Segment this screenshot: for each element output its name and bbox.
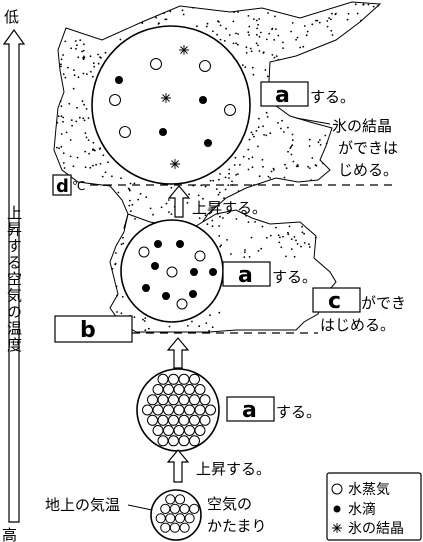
box-c: c (328, 289, 341, 314)
arrow-up-1 (166, 337, 190, 369)
axis-label-low: 低 (4, 8, 19, 26)
circle-bottom (150, 489, 202, 541)
box-a-lower: a (242, 398, 257, 423)
legend-vapor-icon (331, 483, 343, 495)
label-water-start-2: はじめる。 (320, 316, 395, 334)
ground-temp-leader (127, 504, 153, 511)
label-ice-start-2: ができは (338, 139, 398, 157)
label-suru-top: する。 (310, 88, 355, 106)
box-d: d (56, 176, 69, 197)
label-lower-a: a する。 (226, 396, 321, 423)
arrow-up-0 (166, 449, 190, 483)
label-air-mass-2: かたまり (207, 517, 267, 535)
label-air-mass-1: 空気の (207, 495, 252, 513)
label-ground-temp: 地上の気温 (45, 496, 120, 514)
legend-vapor: 水蒸気 (348, 482, 390, 498)
axis-title: 上昇する空気の温度 (5, 205, 23, 354)
circle-top (91, 25, 251, 185)
legend-ice: 氷の結晶 (348, 521, 404, 537)
label-suru-middle: する。 (272, 268, 317, 286)
label-middle-a: a する。 (222, 261, 317, 288)
label-rising-middle: 上昇する。 (192, 199, 267, 217)
label-water-start-1: ができ (361, 294, 406, 312)
label-suru-lower: する。 (276, 403, 321, 421)
legend: 水蒸気 水滴 氷の結晶 (326, 472, 422, 541)
label-ice-start-3: じめる。 (338, 161, 398, 179)
circle-middle (120, 219, 224, 323)
cloud-stipple (56, 3, 379, 332)
label-ice-start-1: 氷の結晶 (332, 117, 392, 135)
box-a-top: a (275, 83, 290, 108)
legend-droplet: 水滴 (348, 501, 376, 518)
legend-droplet-icon (333, 505, 341, 513)
label-d-celsius: d ℃ (52, 174, 85, 197)
axis-arrow (2, 28, 26, 523)
box-a-middle: a (238, 263, 253, 288)
label-c: c ができ はじめる。 (312, 287, 406, 334)
arrow-up-2 (167, 185, 191, 218)
legend-ice-icon (332, 523, 342, 533)
temperature-axis: 低 上昇する空気の温度 高 (2, 8, 26, 542)
ice-leader-line (295, 117, 331, 125)
label-celsius-d: ℃ (72, 179, 85, 193)
axis-label-high: 高 (2, 526, 17, 542)
label-b: b (54, 315, 133, 343)
label-top-a: a する。 (260, 81, 355, 108)
circle-lower (136, 368, 220, 452)
label-rising-bottom: 上昇する。 (196, 460, 271, 478)
box-b: b (80, 318, 96, 343)
